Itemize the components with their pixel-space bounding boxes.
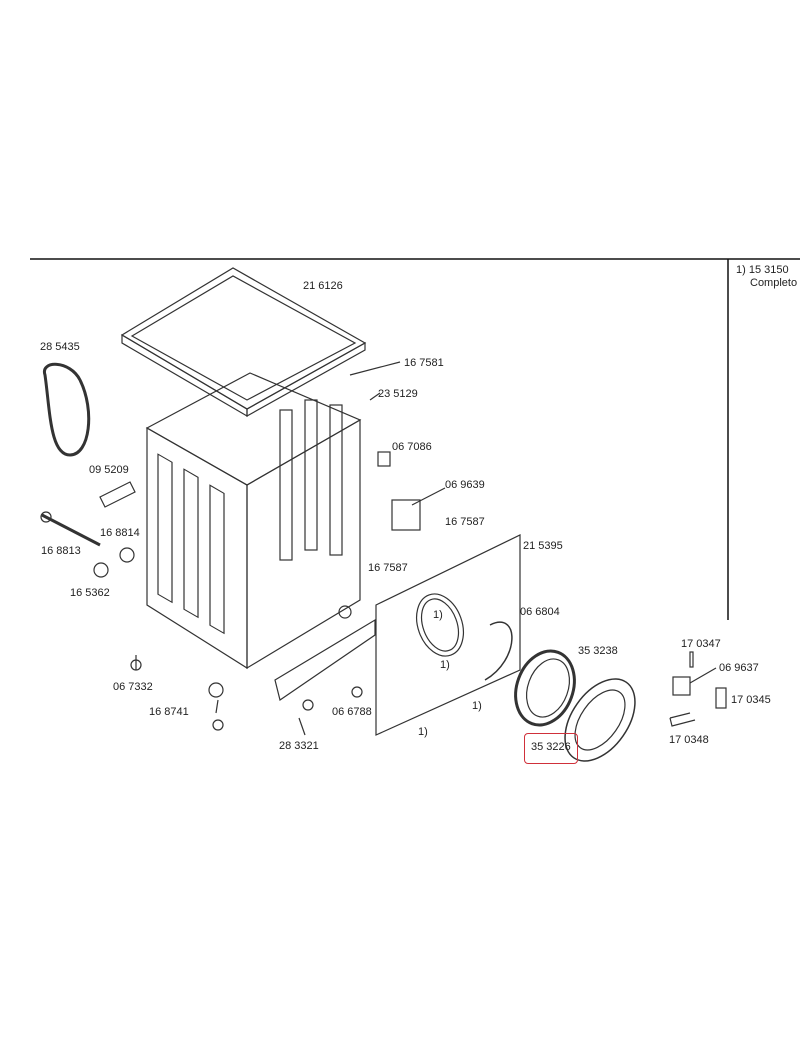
part-label: 16 8814	[100, 527, 140, 539]
top-lid	[120, 267, 367, 418]
part-label: 17 0345	[731, 694, 771, 706]
footnote-marker: 1)	[440, 659, 450, 671]
front-panel	[375, 534, 521, 736]
part-label: 06 9637	[719, 662, 759, 674]
part-label: 16 7581	[404, 357, 444, 369]
part-label: 17 0347	[681, 638, 721, 650]
footnote-text: Completo	[750, 277, 798, 289]
footnote-marker: 1)	[418, 726, 428, 738]
part-label: 06 7332	[113, 681, 153, 693]
part-label: 16 7587	[445, 516, 485, 528]
part-label: 06 9639	[445, 479, 485, 491]
part-label: 06 6804	[520, 606, 560, 618]
part-label: 35 3238	[578, 645, 618, 657]
gasket-part	[43, 362, 91, 457]
part-label: 28 3321	[279, 740, 319, 752]
part-label: 23 5129	[378, 388, 418, 400]
footnote: 1) 15 3150 Completo	[736, 264, 797, 290]
shaft-part	[41, 513, 101, 547]
part-label: 28 5435	[40, 341, 80, 353]
part-label: 16 7587	[368, 562, 408, 574]
footnote-part: 15 3150	[748, 264, 789, 276]
part-label: 06 6788	[332, 706, 372, 718]
part-label: 21 6126	[303, 280, 343, 292]
highlight-box	[524, 733, 578, 764]
part-label: 21 5395	[523, 540, 563, 552]
footnote-marker: 1)	[472, 700, 482, 712]
footnote-marker: 1)	[433, 609, 443, 621]
part-label: 09 5209	[89, 464, 129, 476]
part-label: 16 8813	[41, 545, 81, 557]
cabinet	[145, 372, 362, 670]
part-label: 16 5362	[70, 587, 110, 599]
part-label: 17 0348	[669, 734, 709, 746]
part-label: 16 8741	[149, 706, 189, 718]
footnote-marker: 1)	[736, 264, 746, 276]
part-label-highlighted: 35 3226	[531, 741, 571, 753]
part-label: 06 7086	[392, 441, 432, 453]
